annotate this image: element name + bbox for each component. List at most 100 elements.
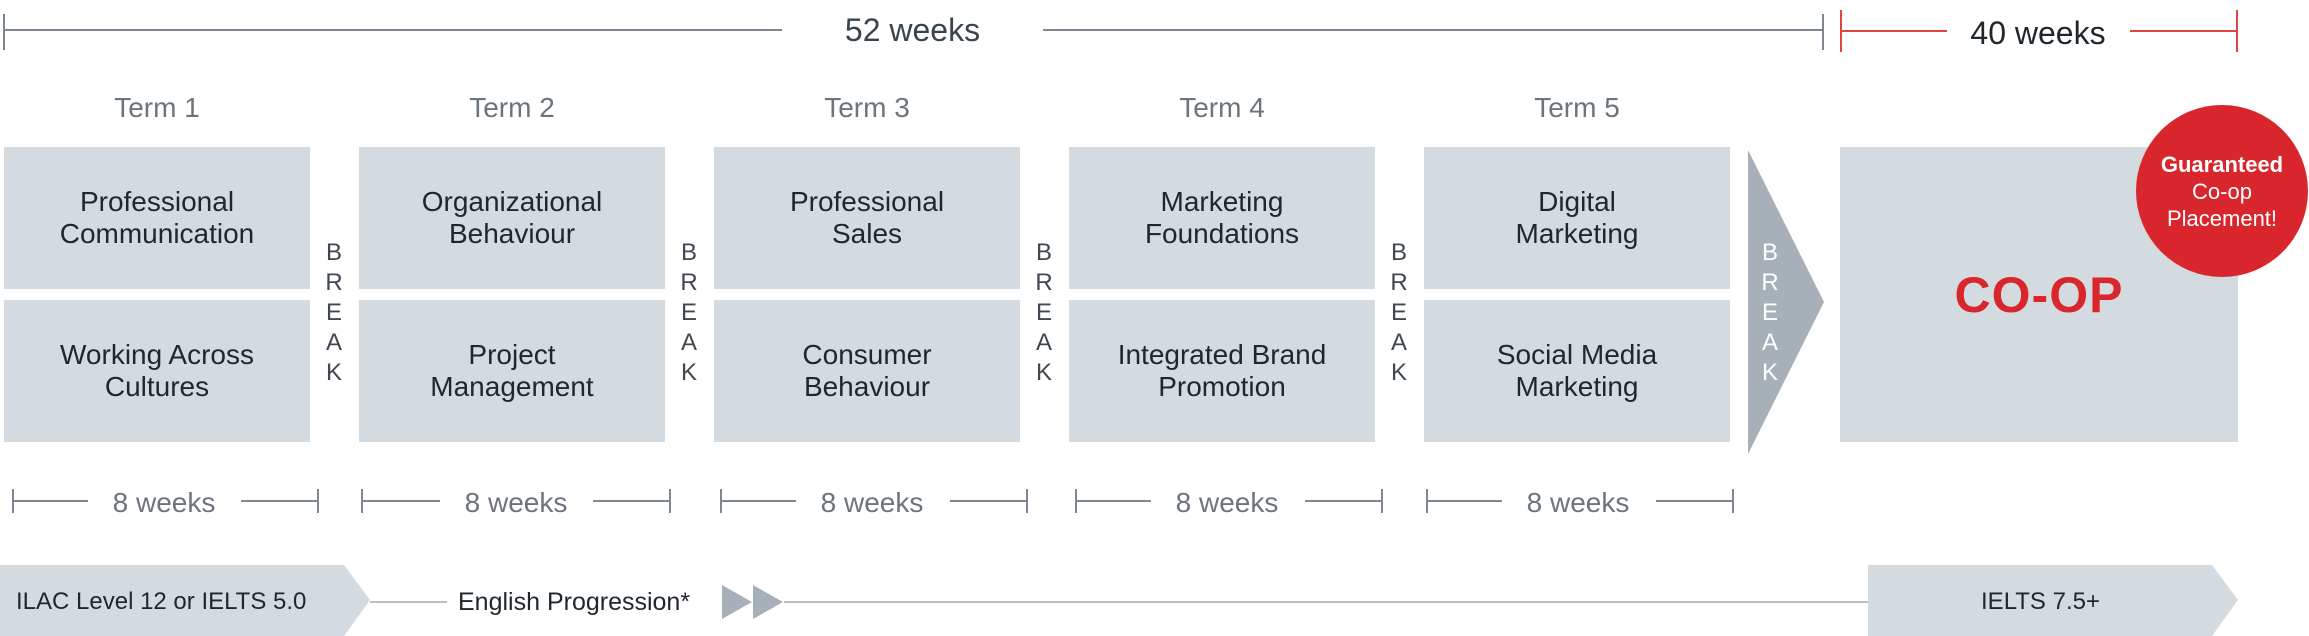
term-2-label: Term 2 [469, 92, 555, 123]
coop-label: CO-OP [1954, 266, 2124, 323]
progression-line-left [370, 601, 447, 603]
break-letter: A [1761, 329, 1778, 356]
term-1-label: Term 1 [114, 92, 200, 123]
duration-line [721, 500, 796, 502]
course-title: Social Media Marketing [1496, 339, 1658, 402]
break-letter: B [325, 239, 342, 266]
break-letter: R [1035, 269, 1053, 296]
span-coop-label: 40 weeks [1970, 15, 2106, 51]
guaranteed-placement-badge: Guaranteed Co-op Placement! [2136, 105, 2308, 277]
break-letter: A [680, 329, 697, 356]
span-right-tick [1822, 14, 1824, 50]
break-letter: R [680, 269, 698, 296]
duration-label: 8 weeks [820, 487, 924, 518]
break-letter: E [1390, 299, 1407, 326]
english-exit-arrow [1868, 565, 2238, 636]
term-5-label: Term 5 [1534, 92, 1620, 123]
break-letter: B [680, 239, 697, 266]
break-letter: K [1761, 359, 1778, 386]
break-letter: R [1761, 269, 1779, 296]
course-box: Project Management [359, 300, 665, 442]
duration-line [593, 500, 670, 502]
english-exit-label: IELTS 7.5+ [1981, 588, 2100, 615]
span-left-tick [3, 14, 5, 50]
course-title: Digital Marketing [1515, 186, 1639, 249]
course-box: Marketing Foundations [1069, 147, 1375, 289]
duration-line [1427, 500, 1502, 502]
break-letter: A [325, 329, 342, 356]
duration-tick [1732, 489, 1734, 513]
break-letter: E [1761, 299, 1778, 326]
course-title: Professional Sales [789, 186, 945, 249]
course-title: Organizational Behaviour [421, 186, 603, 249]
duration-line [950, 500, 1027, 502]
ff-triangle-2 [753, 585, 783, 619]
break-letter: E [1035, 299, 1052, 326]
course-box: Organizational Behaviour [359, 147, 665, 289]
badge-line-3: Placement! [2166, 205, 2278, 231]
badge-line-2: Co-op [2192, 178, 2252, 204]
duration-tick [669, 489, 671, 513]
break-letter: E [680, 299, 697, 326]
break-letter: E [325, 299, 342, 326]
break-arrow-polygon [1748, 150, 1824, 454]
english-entry-arrow [0, 565, 370, 636]
course-title: Working Across Cultures [60, 339, 254, 402]
badge-line-1: Guaranteed [2160, 151, 2284, 177]
break-letter: B [1390, 239, 1407, 266]
break-letter: A [1035, 329, 1052, 356]
duration-line [362, 500, 440, 502]
break-letter: K [680, 359, 697, 386]
course-box: Social Media Marketing [1424, 300, 1730, 442]
ff-triangle-1 [722, 585, 752, 619]
break-arrow-shape [1748, 150, 1824, 454]
course-title: Marketing Foundations [1144, 186, 1300, 249]
duration-tick [317, 489, 319, 513]
coop-span-line-right [2130, 30, 2238, 32]
term-3-label: Term 3 [824, 92, 910, 123]
duration-label: 8 weeks [1526, 487, 1630, 518]
break-letter: R [1390, 269, 1408, 296]
break-letter: B [1035, 239, 1052, 266]
duration-label: 8 weeks [112, 487, 216, 518]
entry-arrow-polygon [0, 565, 370, 636]
course-box: Digital Marketing [1424, 147, 1730, 289]
course-title: Integrated Brand Promotion [1117, 339, 1327, 402]
fast-forward-icon [722, 585, 783, 619]
course-box: Professional Communication [4, 147, 310, 289]
break-letter: K [325, 359, 342, 386]
course-box: Integrated Brand Promotion [1069, 300, 1375, 442]
span-line-right [1043, 29, 1823, 31]
break-letter: R [325, 269, 343, 296]
duration-line [1305, 500, 1382, 502]
course-box: Professional Sales [714, 147, 1020, 289]
duration-line [13, 500, 88, 502]
course-box: Working Across Cultures [4, 300, 310, 442]
duration-line [1076, 500, 1151, 502]
break-letter: K [1390, 359, 1407, 386]
break-letter: K [1035, 359, 1052, 386]
coop-span-line-left [1841, 30, 1947, 32]
span-main-label: 52 weeks [844, 12, 981, 48]
break-letter: B [1761, 239, 1778, 266]
duration-label: 8 weeks [464, 487, 568, 518]
coop-span-right-tick [2236, 10, 2238, 52]
course-title: Project Management [430, 339, 594, 402]
span-line-left [4, 29, 782, 31]
english-progression-label: English Progression* [458, 588, 691, 616]
course-title: Consumer Behaviour [802, 339, 932, 402]
progression-line-right [784, 601, 1869, 603]
english-entry-label: ILAC Level 12 or IELTS 5.0 [16, 588, 307, 615]
exit-arrow-polygon [1868, 565, 2238, 636]
break-letter: A [1390, 329, 1407, 356]
duration-tick [1381, 489, 1383, 513]
duration-line [241, 500, 318, 502]
course-title: Professional Communication [59, 186, 255, 249]
course-box: Consumer Behaviour [714, 300, 1020, 442]
term-4-label: Term 4 [1179, 92, 1265, 123]
